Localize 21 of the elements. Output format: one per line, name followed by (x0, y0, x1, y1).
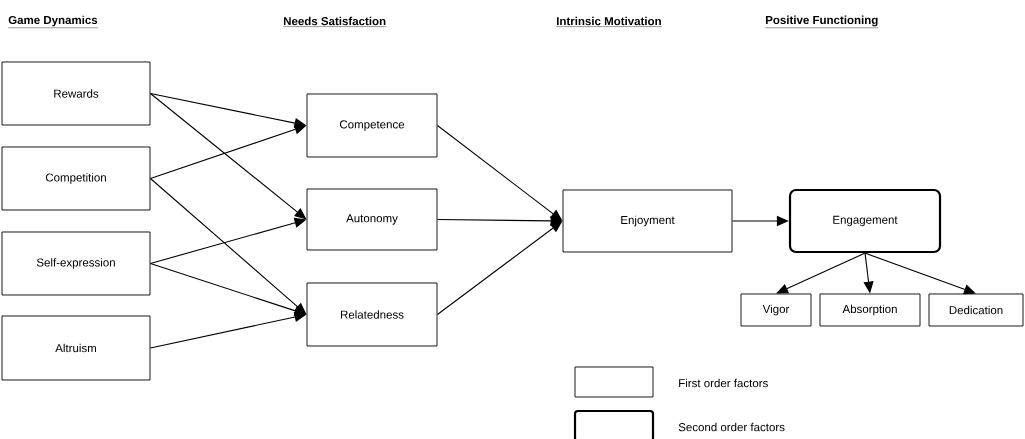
factor-box: Rewards (1, 61, 151, 126)
factor-box: Competence (306, 93, 438, 158)
legend-entry: First order factors (574, 366, 768, 398)
factor-box: Altruism (1, 315, 151, 381)
column-heading: Needs Satisfaction (283, 16, 387, 27)
arrow (776, 252, 866, 294)
factor-box: Competition (1, 146, 151, 211)
factor-box: Enjoyment (562, 189, 733, 253)
second-order-box: Engagement (788, 188, 942, 254)
arrow (864, 252, 976, 295)
column-heading: Game Dynamics (8, 15, 98, 28)
factor-box: Autonomy (306, 188, 438, 251)
arrow (149, 177, 307, 315)
legend-entry: Second order factors (573, 409, 785, 439)
column-heading: Intrinsic Motivation (556, 16, 662, 27)
factor-box: Vigor (740, 293, 812, 327)
column-heading: Positive Functioning (765, 15, 879, 28)
factor-box: Self-expression (1, 231, 151, 296)
factor-box: Absorption (819, 293, 921, 327)
factor-box: Relatedness (306, 282, 438, 347)
factor-box: Dedication (928, 293, 1024, 327)
